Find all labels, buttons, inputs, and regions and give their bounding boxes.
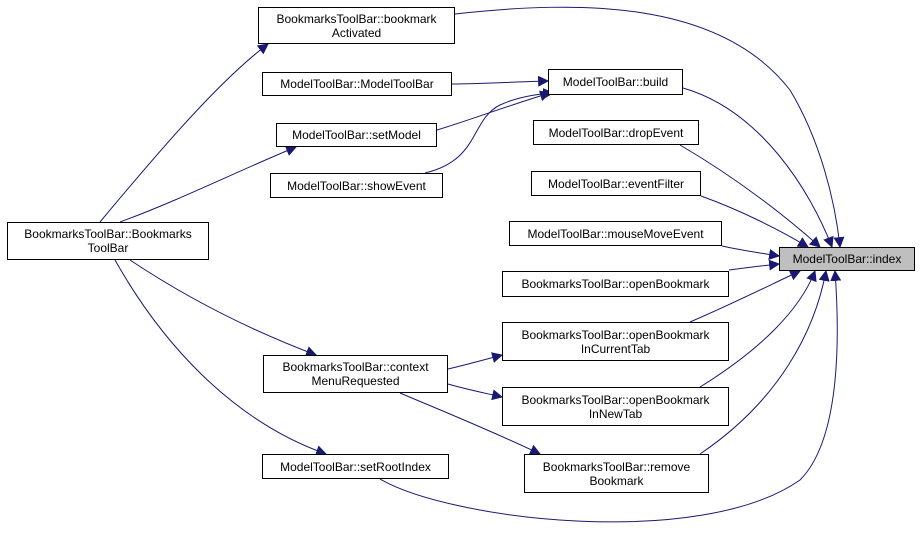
edge-bm_remove-to-mt_index (699, 269, 830, 455)
node-model-toolbar-show-event[interactable]: ModelToolBar::showEvent (270, 173, 443, 198)
edge-mt_ctor-to-mt_build (451, 75, 550, 87)
edge-bm_context-to-bm_open_cur (447, 352, 504, 370)
node-model-toolbar-event-filter[interactable]: ModelToolBar::eventFilter (531, 171, 701, 196)
node-model-toolbar-drop-event[interactable]: ModelToolBar::dropEvent (533, 120, 699, 145)
node-model-toolbar-mouse-move-event[interactable]: ModelToolBar::mouseMoveEvent (509, 221, 722, 246)
edge-mt_dropevent-to-mt_index (679, 144, 821, 248)
edge-bm_activated-to-mt_index (454, 6, 845, 249)
edge-bm_ctor-to-mt_setroot (114, 259, 328, 456)
node-model-toolbar-build[interactable]: ModelToolBar::build (548, 69, 683, 95)
node-model-toolbar-constructor[interactable]: ModelToolBar::ModelToolBar (262, 72, 452, 96)
edge-mt_setroot-to-mt_index (379, 269, 842, 523)
edge-mt_mousemove-to-mt_index (721, 245, 781, 260)
edge-bm_context-to-bm_open_new (447, 383, 504, 401)
edge-bm_ctor-to-bm_context (129, 259, 318, 357)
edge-mt_eventfilter-to-mt_index (700, 195, 809, 248)
edge-bm_ctor-to-bm_activated (99, 43, 269, 223)
node-model-toolbar-set-model[interactable]: ModelToolBar::setModel (276, 123, 437, 147)
edge-bm_open_new-to-mt_index (699, 269, 817, 388)
edge-bm_open-to-mt_index (728, 259, 781, 271)
edge-mt_build-to-mt_index (682, 87, 834, 249)
node-bookmarks-toolbar-open-bookmark[interactable]: BookmarksToolBar::openBookmark (502, 271, 729, 297)
node-model-toolbar-index: ModelToolBar::index (779, 247, 915, 271)
edge-bm_open_cur-to-mt_index (689, 270, 801, 323)
edge-bm_ctor-to-mt_setmodel (119, 145, 298, 223)
edge-mt_showevent-to-mt_build (424, 88, 555, 174)
edge-mt_setmodel-to-mt_build (436, 90, 552, 131)
edge-bm_context-to-bm_remove (399, 392, 541, 455)
node-model-toolbar-set-root-index[interactable]: ModelToolBar::setRootIndex (262, 454, 449, 479)
